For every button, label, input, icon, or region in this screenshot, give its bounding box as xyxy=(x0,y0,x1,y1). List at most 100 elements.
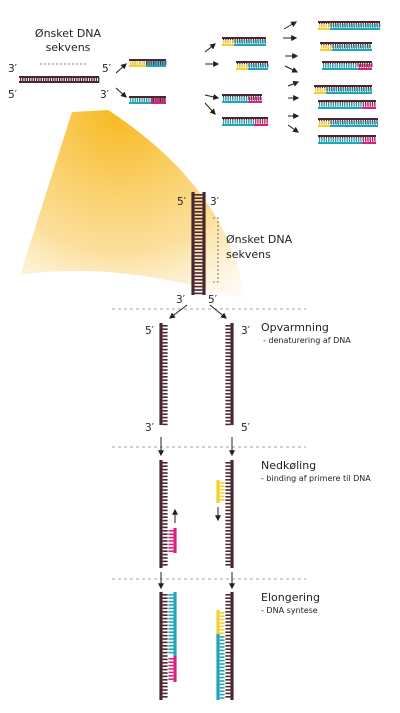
anneal-right-template-tick xyxy=(225,540,231,542)
top-c1-upper-template-tick xyxy=(162,61,164,65)
elong-left-template-tick xyxy=(162,594,168,596)
anneal-left-template-tick xyxy=(162,475,168,478)
ds-left-strand-tick xyxy=(194,211,199,213)
anneal-right-template-tick xyxy=(225,543,231,546)
top-c3-duplex-3-synthesis-tick xyxy=(352,64,354,68)
ds-right-strand-tick xyxy=(198,197,203,199)
top-c3-duplex-7-primer xyxy=(362,138,376,144)
top-c2-duplex-4-synthesis-tick xyxy=(252,120,254,124)
anneal-left-template-tick xyxy=(162,479,168,481)
top-c1-lower-template-tick xyxy=(164,98,166,102)
top-ds-lower-strand-tick xyxy=(24,77,26,81)
top-ds-lower-strand-tick xyxy=(59,77,61,81)
top-c2-duplex-4-synthesis-tick xyxy=(223,120,225,124)
top-c3-duplex-1 xyxy=(318,21,381,30)
anneal-left-template-tick xyxy=(162,465,168,467)
ds-left-strand-tick xyxy=(194,258,199,261)
elong-left-synthesis-tick xyxy=(168,604,174,606)
ds-right-strand-tick xyxy=(198,258,203,261)
top-c2-duplex-4-synthesis-tick xyxy=(229,120,231,124)
anneal-left-template-tick xyxy=(162,499,168,501)
elong-left-template-tick xyxy=(162,692,168,695)
top-c3-duplex-7-template-backbone xyxy=(318,135,376,137)
top-c2-duplex-3-synthesis-tick xyxy=(229,97,231,101)
top-c2-duplex-3-primer-tick xyxy=(258,97,260,101)
top-c3-duplex-3-synthesis-tick xyxy=(325,64,327,68)
elong-right-template-tick xyxy=(225,604,231,606)
ds-left-strand-tick xyxy=(194,289,199,291)
top-c2-duplex-1 xyxy=(222,37,266,46)
ds-right-strand-tick xyxy=(198,211,203,213)
top-c3-duplex-4-primer-tick xyxy=(317,88,319,92)
top-c3-duplex-3-template-tick xyxy=(371,63,373,67)
anneal-left-template-tick xyxy=(162,482,168,484)
elong-right-template-tick xyxy=(225,645,231,647)
top-c3-duplex-5-synthesis-tick xyxy=(325,103,327,107)
top-c3-duplex-2 xyxy=(320,42,372,51)
top-c2-duplex-3-synthesis-tick xyxy=(239,97,241,101)
top-ds-lower-strand-tick xyxy=(29,77,31,81)
ds-left-strand-tick xyxy=(194,265,199,267)
anneal-left-template-tick xyxy=(162,553,168,556)
top-c3-duplex-1-synthesis-backbone xyxy=(330,28,380,30)
elong-right-template-tick xyxy=(225,628,231,630)
anneal-left-template-tick xyxy=(162,530,168,532)
elong-right-template-tick xyxy=(225,634,231,637)
top-c3-duplex-7-primer-tick xyxy=(369,138,371,142)
elong-left-primer-backbone xyxy=(173,656,177,682)
top-ds-lower-strand-tick xyxy=(56,77,58,81)
top-c1-lower-primer-tick xyxy=(163,98,165,102)
top-c3-duplex-7-synthesis-tick xyxy=(339,138,341,142)
ds-left-strand-tick xyxy=(194,292,199,295)
top-c2-duplex-2-template-backbone xyxy=(236,61,268,63)
ds-right-strand-tick xyxy=(198,275,203,278)
elong-left-synthesis-tick xyxy=(168,621,174,623)
step2-title: Nedkøling xyxy=(261,459,316,472)
top-arrow-10 xyxy=(284,65,299,73)
den-right-strand-tick xyxy=(225,348,231,351)
elong-left-template-tick xyxy=(162,641,168,644)
ds-left-strand-tick xyxy=(194,282,199,284)
top-c2-duplex-2-primer-backbone xyxy=(236,68,248,70)
top-c2-duplex-1-primer-tick xyxy=(232,40,234,44)
elong-left-synthesis-tick xyxy=(168,611,174,613)
top-c3-duplex-3-primer-tick xyxy=(361,64,363,68)
anneal-right-template-tick xyxy=(225,475,231,478)
anneal-left-template-tick xyxy=(162,533,168,535)
top-c3-duplex-5-synthesis-tick xyxy=(321,103,323,107)
elong-left-template-tick xyxy=(162,679,168,681)
top-c3-duplex-4-synthesis-tick xyxy=(368,88,370,92)
top-c3-duplex-4-synthesis-tick xyxy=(331,88,333,92)
top-c2-duplex-4-primer-tick xyxy=(257,120,259,124)
ds-left-strand-tick xyxy=(194,268,199,271)
top-c3-duplex-3-primer-tick xyxy=(368,64,370,68)
top-c3-duplex-3-template-tick xyxy=(366,63,368,67)
top-ds-lower-strand-tick xyxy=(22,77,24,81)
top-ds-lower-strand-tick xyxy=(98,77,100,81)
top-c3-duplex-3 xyxy=(322,61,373,70)
anneal-left-template-tick xyxy=(162,560,168,563)
top-c2-duplex-3-primer-tick xyxy=(251,97,253,101)
top-c2-duplex-4-synthesis-tick xyxy=(243,120,245,124)
top-c2-duplex-4-template xyxy=(222,117,268,123)
ds-left-strand-tick xyxy=(194,224,199,227)
top-c2-duplex-4-template-backbone xyxy=(222,117,268,119)
top-c1-upper-template-tick xyxy=(155,61,157,65)
top-c2-duplex-3-synthesis-tick xyxy=(225,97,227,101)
top-c2-duplex-1-primer-tick xyxy=(227,40,229,44)
top-c2-duplex-2-synthesis-tick xyxy=(265,64,267,68)
elong-left-synthesis-tick xyxy=(168,600,174,603)
ds-right-strand xyxy=(198,192,206,295)
top-c2-duplex-2-synthesis-tick xyxy=(249,64,251,68)
elong-left-template-tick xyxy=(162,662,168,664)
den-right-strand-backbone xyxy=(230,323,234,425)
top-c3-duplex-1-synthesis-tick xyxy=(335,24,337,28)
den-right-strand-tick xyxy=(225,355,231,358)
ds-left-strand-tick xyxy=(194,197,199,199)
elong-left-template-tick xyxy=(162,600,168,603)
step1-title: Opvarmning xyxy=(261,321,329,334)
elong-right-synthesis-tick xyxy=(219,697,225,699)
den-right-strand-tick xyxy=(225,386,231,388)
top-arrow-11 xyxy=(287,80,300,87)
